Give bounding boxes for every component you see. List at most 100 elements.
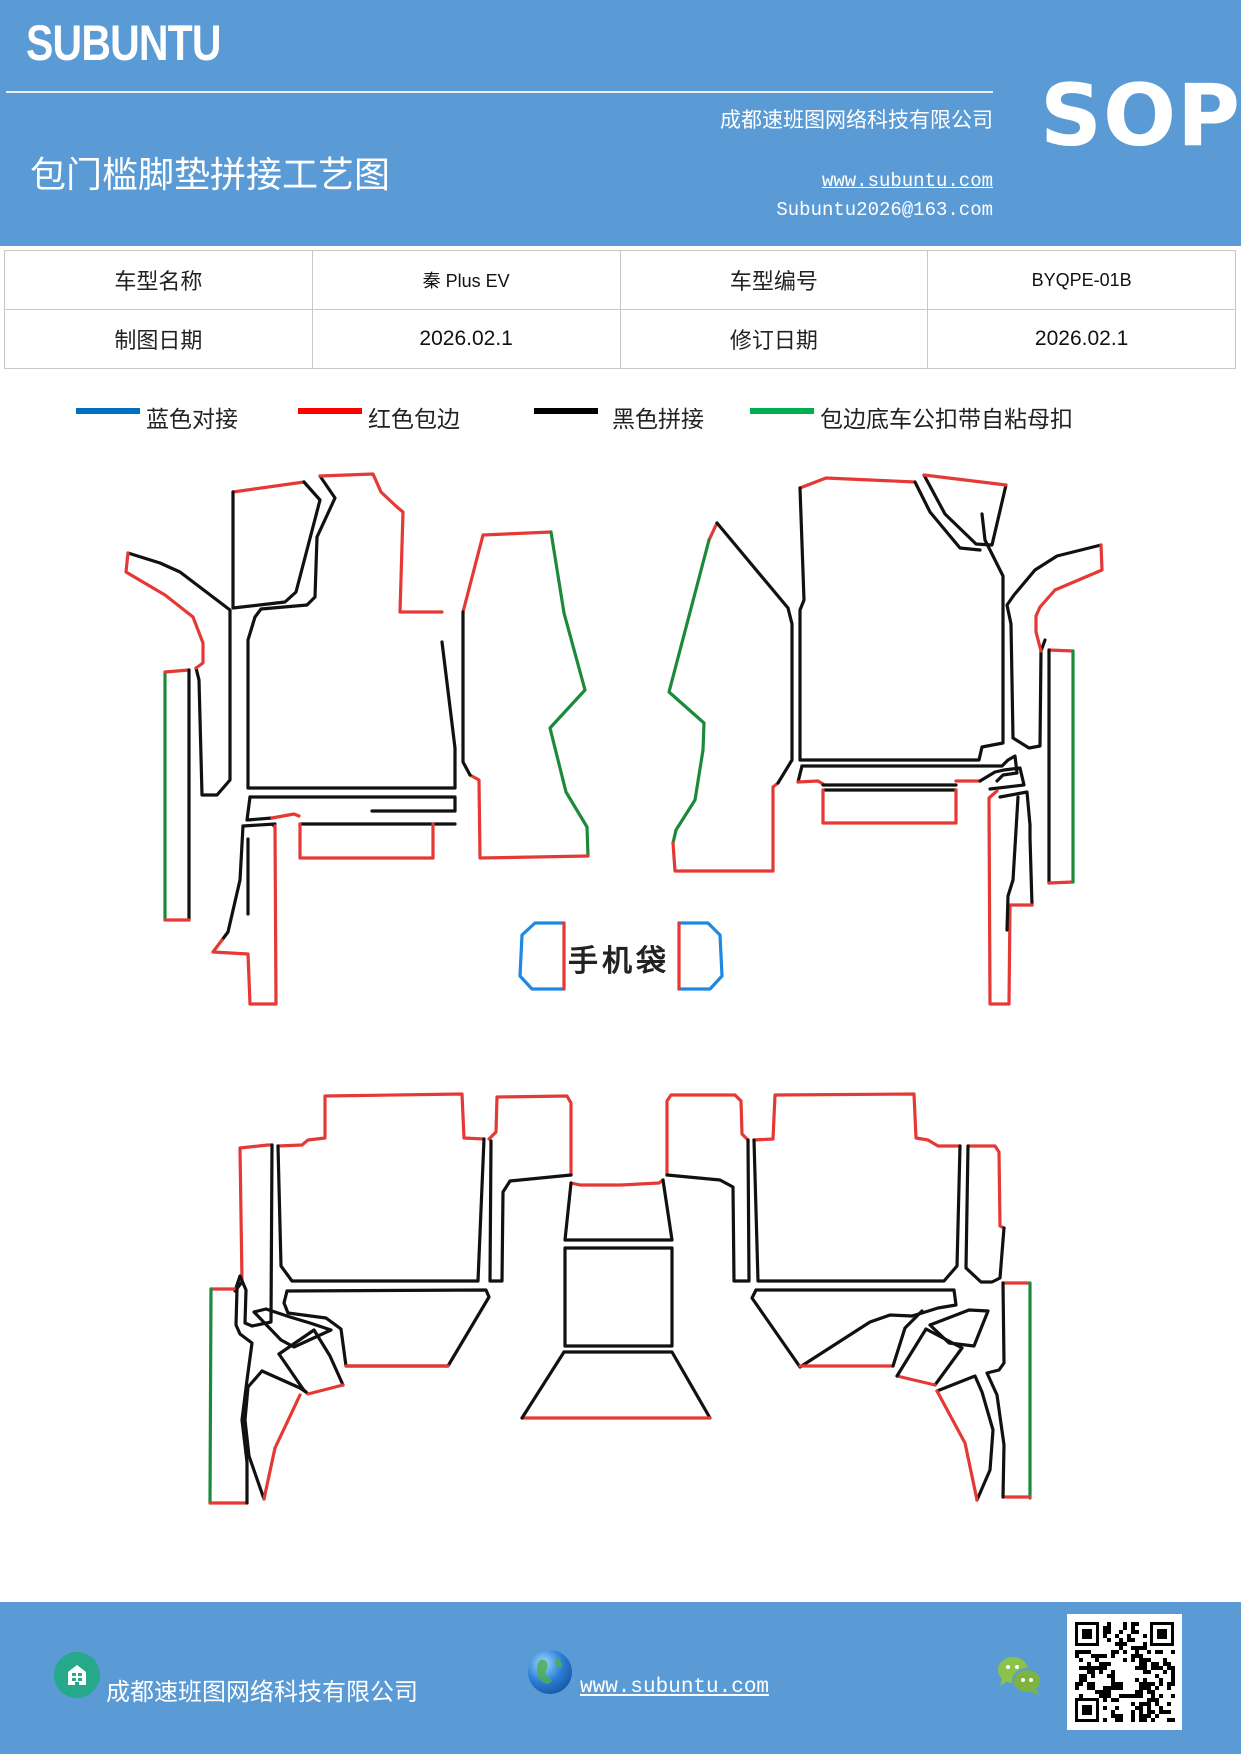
mat-edge-black <box>563 1178 674 1242</box>
page-title: 包门槛脚垫拼接工艺图 <box>30 155 391 196</box>
mat-edge-red <box>1047 648 1075 653</box>
mat-edge-red <box>231 480 306 494</box>
mat-edge-black <box>461 610 472 777</box>
mat-edge-black <box>231 480 322 610</box>
mat-edge-black <box>665 1138 751 1283</box>
mat-edge-red <box>821 788 958 825</box>
mat-edge-black <box>252 1307 333 1349</box>
mat-edge-red <box>468 773 590 860</box>
drawing-date-value: 2026.02.1 <box>311 309 621 369</box>
mat-edge-red <box>987 789 1034 1006</box>
legend-item-blue: 蓝色对接 <box>76 400 238 434</box>
line-legend: 蓝色对接 红色包边 黑色拼接 包边底车公扣带自粘母扣 <box>0 400 1241 440</box>
revision-date-label: 修订日期 <box>619 309 929 369</box>
mat-edge-black <box>563 1246 674 1348</box>
legend-item-green: 包边底车公扣带自粘母扣 <box>750 400 1073 434</box>
mat-edge-black <box>935 1374 995 1502</box>
mat-edge-red <box>1047 880 1075 885</box>
mat-edge-black <box>715 521 794 785</box>
mat-edge-red <box>671 781 780 873</box>
mat-edge-red <box>211 824 278 1006</box>
mat-edge-black <box>276 1137 486 1283</box>
mat-edge-black <box>277 1328 345 1387</box>
revision-date-value: 2026.02.1 <box>927 309 1236 369</box>
mat-edge-black <box>126 551 232 797</box>
wechat-icon <box>996 1654 1044 1698</box>
footer-banner: 成都速班图网络科技有限公司 www.subuntu.com <box>0 1602 1241 1754</box>
mat-edge-black <box>1005 543 1103 750</box>
header-banner: SUBUNTU 包门槛脚垫拼接工艺图 成都速班图网络科技有限公司 www.sub… <box>0 0 1241 246</box>
model-code-label: 车型编号 <box>619 250 929 310</box>
mat-edge-red <box>262 1393 302 1501</box>
vehicle-info-table: 车型名称 秦 Plus EV 车型编号 BYQPE-01B 制图日期 2026.… <box>4 250 1236 369</box>
mat-edge-black <box>998 790 1034 907</box>
mat-edge-red <box>569 1178 665 1187</box>
header-website-link[interactable]: www.subuntu.com <box>821 170 993 192</box>
mat-edge-red <box>1034 543 1104 653</box>
table-row: 车型名称 秦 Plus EV 车型编号 BYQPE-01B <box>4 250 1236 310</box>
mat-edge-black <box>260 1369 308 1394</box>
mat-edge-black <box>978 766 1026 791</box>
footer-website-link[interactable]: www.subuntu.com <box>580 1676 770 1699</box>
mat-edge-black <box>750 1288 958 1369</box>
header-email: Subuntu2026@163.com <box>776 199 993 221</box>
mat-edge-black <box>891 1309 924 1368</box>
black-line-swatch <box>534 408 598 414</box>
footer-company-name: 成都速班图网络科技有限公司 <box>106 1678 418 1706</box>
legend-label: 黑色拼接 <box>612 407 704 433</box>
mat-edge-red <box>966 1144 1006 1230</box>
mat-edge-red <box>276 1092 486 1148</box>
building-icon <box>54 1652 100 1698</box>
mat-edge-red <box>487 1094 573 1177</box>
legend-label: 蓝色对接 <box>146 407 238 433</box>
mat-edge-black <box>277 1352 305 1391</box>
mat-edge-black <box>895 1327 928 1378</box>
mat-edge-green <box>548 530 590 858</box>
mat-edge-black <box>800 754 1019 783</box>
table-row: 制图日期 2026.02.1 修订日期 2026.02.1 <box>4 309 1236 369</box>
mat-edge-black <box>245 795 274 822</box>
mat-edge-red <box>707 521 719 542</box>
mat-edge-green <box>667 538 711 845</box>
mat-edge-red <box>752 1092 962 1148</box>
drawing-date-label: 制图日期 <box>4 309 313 369</box>
mat-edge-black <box>985 1281 1006 1499</box>
model-name-value: 秦 Plus EV <box>311 250 621 310</box>
mat-edge-red <box>922 473 1008 487</box>
mat-edge-red <box>270 812 301 820</box>
mat-edge-black <box>1005 795 1020 932</box>
mat-edge-red <box>163 668 191 674</box>
globe-icon <box>528 1650 572 1694</box>
brand-logo: SUBUNTU <box>26 15 222 71</box>
mat-edge-red <box>796 779 825 786</box>
mat-edge-black <box>248 795 457 813</box>
mat-edge-black <box>520 1350 566 1420</box>
legend-label: 包边底车公扣带自粘母扣 <box>820 407 1073 433</box>
mat-edge-red <box>895 1374 937 1387</box>
mat-edge-red <box>935 1389 979 1502</box>
red-line-swatch <box>298 408 362 414</box>
mat-edge-red <box>124 551 205 670</box>
mat-edge-black <box>220 824 245 942</box>
mat-edge-black <box>752 1138 962 1283</box>
mat-edge-red <box>461 530 553 614</box>
green-line-swatch <box>750 408 814 414</box>
mat-edge-black <box>488 1139 573 1283</box>
legend-item-black: 黑色拼接 <box>534 400 704 434</box>
mat-edge-black <box>798 486 1005 762</box>
legend-item-red: 红色包边 <box>298 400 460 434</box>
mat-edge-black <box>913 480 982 552</box>
mat-edge-red <box>301 1383 345 1396</box>
mat-edge-red <box>798 476 917 490</box>
mat-edge-black <box>234 1287 254 1505</box>
mat-edge-black <box>922 473 1008 547</box>
mat-edge-red <box>665 1093 750 1177</box>
mat-edge-black <box>243 1369 266 1501</box>
mat-edge-black <box>282 1288 491 1368</box>
mat-edge-black <box>241 822 277 828</box>
qr-code <box>1067 1614 1182 1730</box>
model-name-label: 车型名称 <box>4 250 313 310</box>
mat-edge-black <box>246 474 457 790</box>
header-company-name: 成都速班图网络科技有限公司 <box>720 108 993 132</box>
